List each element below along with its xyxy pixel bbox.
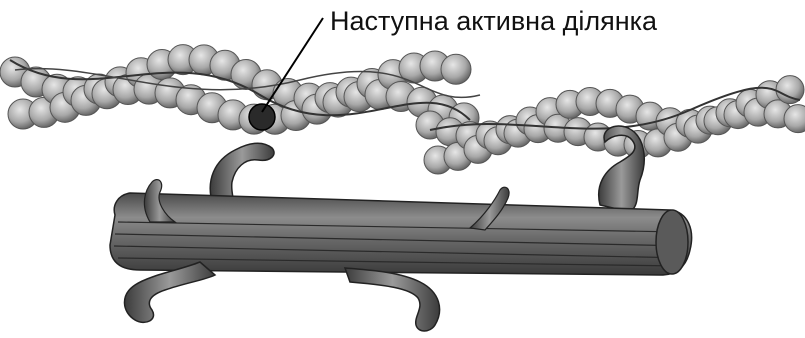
callout-label: Наступна активна ділянка (330, 6, 658, 36)
myosin-arm-lower-left (124, 262, 215, 322)
myosin-arm-lower-right (345, 268, 440, 331)
actin-monomer (441, 54, 471, 84)
active-site (249, 104, 275, 130)
myosin-rod-end (656, 210, 688, 274)
